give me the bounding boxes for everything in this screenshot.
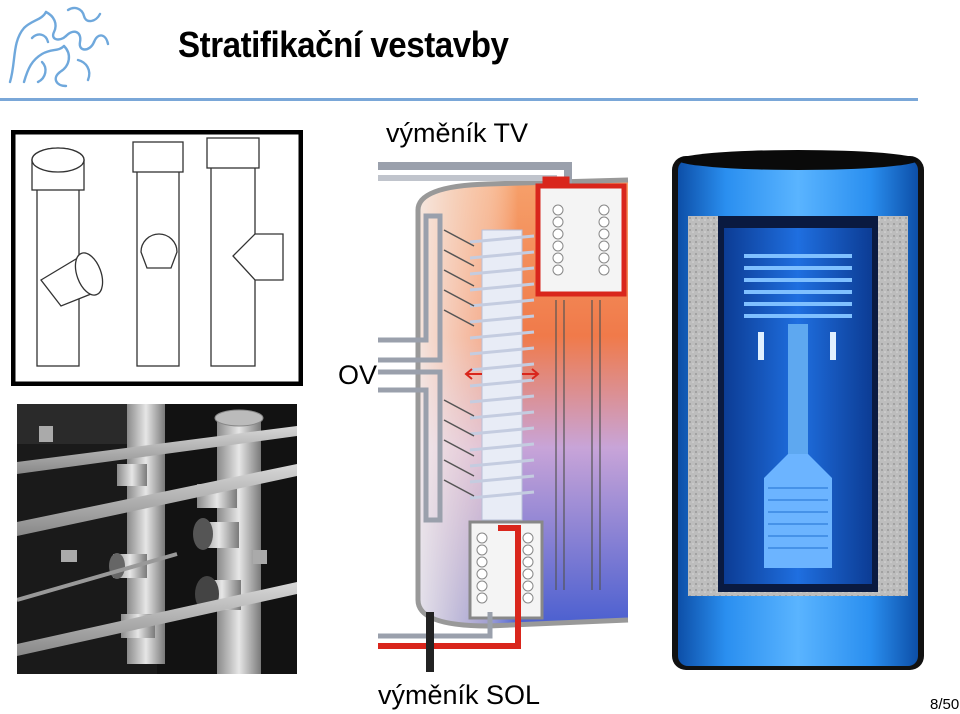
label-ov: OV (338, 360, 378, 390)
stratification-pipes-drawing (11, 130, 303, 386)
label-exchanger-tv: výměník TV (386, 118, 529, 148)
stratifier-tank-diagram (378, 162, 629, 672)
tank-cutaway-photo (672, 150, 924, 670)
university-logo (8, 6, 110, 88)
installation-photo (17, 404, 297, 674)
title-rule (0, 98, 918, 101)
label-exchanger-sol: výměník SOL (378, 680, 541, 710)
page-number: 8/50 (930, 696, 960, 713)
page-title: Stratifikační vestavby (178, 24, 509, 65)
